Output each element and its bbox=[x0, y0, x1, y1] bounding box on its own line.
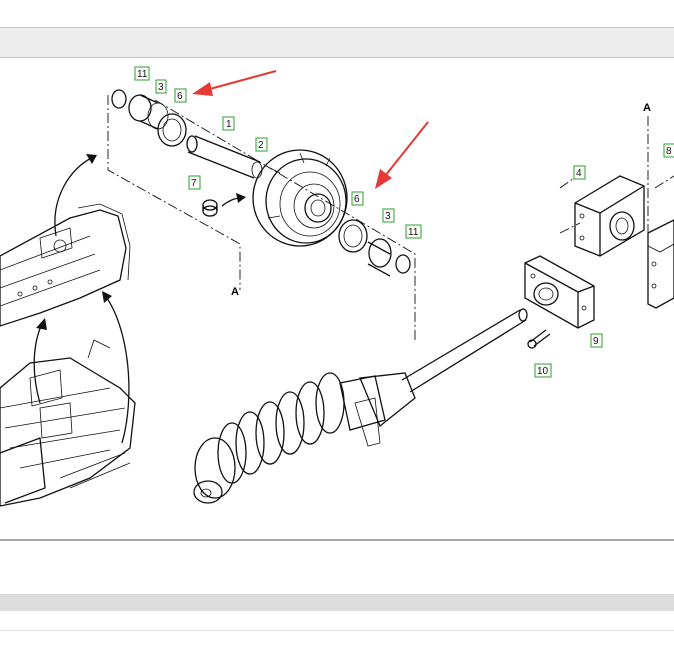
svg-text:11: 11 bbox=[137, 69, 148, 80]
bottom-bearing-set bbox=[338, 219, 411, 277]
svg-text:11: 11 bbox=[408, 227, 419, 238]
parts-diagram: A A 11 3 6 1 2 7 6 3 11 bbox=[0, 66, 674, 507]
svg-text:4: 4 bbox=[576, 168, 582, 179]
callout-8[interactable]: 8 bbox=[663, 143, 674, 158]
callout-10[interactable]: 10 bbox=[534, 363, 552, 378]
callout-3-bottom[interactable]: 3 bbox=[382, 208, 395, 223]
svg-text:10: 10 bbox=[537, 366, 549, 377]
callout-7[interactable]: 7 bbox=[188, 175, 201, 190]
svg-text:6: 6 bbox=[354, 194, 360, 205]
bearing-block-8 bbox=[647, 219, 674, 309]
section-label-left: A bbox=[231, 286, 239, 298]
leader-line-left bbox=[107, 95, 241, 290]
viewer-toolbar bbox=[0, 27, 674, 58]
bearing-block-4 bbox=[574, 175, 645, 257]
diagram-viewer: A A 11 3 6 1 2 7 6 3 11 bbox=[0, 58, 674, 541]
callout-4[interactable]: 4 bbox=[573, 165, 586, 180]
highlight-arrow-bottom bbox=[375, 121, 429, 189]
svg-text:6: 6 bbox=[177, 91, 183, 102]
leader-line-right bbox=[154, 99, 416, 343]
svg-text:1: 1 bbox=[226, 119, 232, 130]
footer-bar bbox=[0, 594, 674, 611]
callout-6-top[interactable]: 6 bbox=[174, 88, 187, 103]
top-bearing-set bbox=[111, 89, 187, 147]
recoil-spring-assembly bbox=[193, 308, 528, 504]
callout-6-bottom[interactable]: 6 bbox=[351, 191, 364, 206]
callout-3-top[interactable]: 3 bbox=[155, 79, 167, 94]
footer-divider bbox=[0, 630, 674, 631]
tension-plate-9 bbox=[524, 255, 595, 329]
callout-1[interactable]: 1 bbox=[222, 116, 235, 131]
highlight-arrow-top bbox=[192, 70, 277, 96]
svg-text:8: 8 bbox=[666, 146, 672, 157]
idler-wheel bbox=[252, 149, 348, 247]
svg-text:3: 3 bbox=[158, 82, 164, 93]
svg-text:3: 3 bbox=[385, 211, 391, 222]
svg-text:9: 9 bbox=[593, 336, 599, 347]
svg-text:2: 2 bbox=[258, 140, 264, 151]
callout-9[interactable]: 9 bbox=[590, 333, 603, 348]
grease-nipple bbox=[202, 193, 246, 217]
bolt-10 bbox=[527, 329, 551, 349]
machine-illustration bbox=[0, 154, 136, 507]
idler-shaft bbox=[186, 135, 263, 179]
callout-2[interactable]: 2 bbox=[255, 137, 268, 152]
callout-11-bottom[interactable]: 11 bbox=[405, 224, 422, 239]
svg-text:7: 7 bbox=[191, 178, 197, 189]
callout-11-top[interactable]: 11 bbox=[134, 66, 150, 81]
section-label-right: A bbox=[643, 102, 651, 114]
